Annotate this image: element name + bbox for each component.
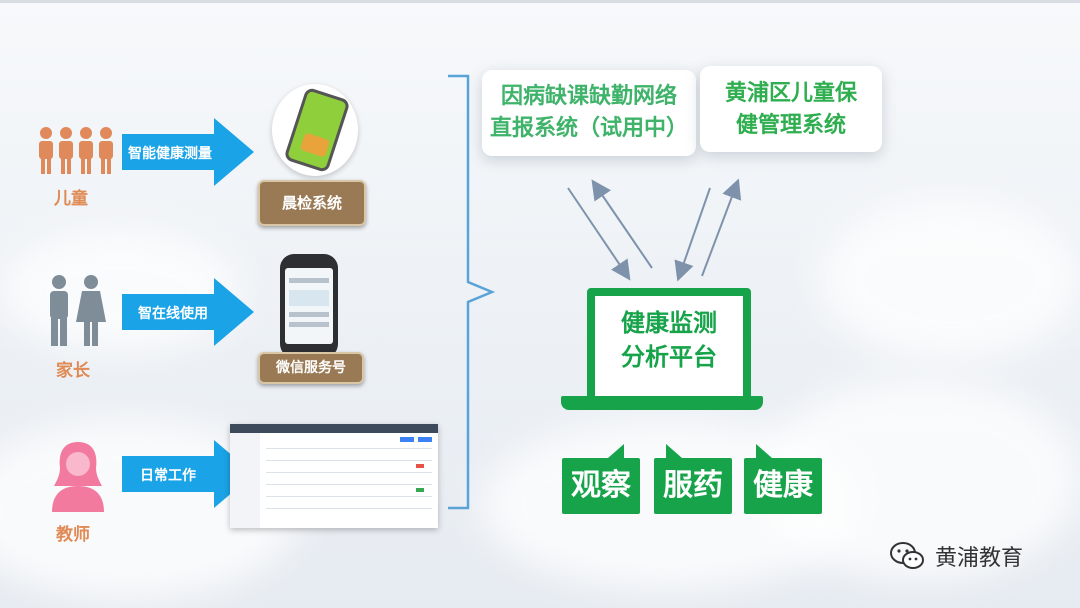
role-label-children: 儿童 (54, 189, 88, 209)
wechat-phone-image (280, 254, 338, 358)
child-health-system-line2: 健管理系统 (735, 113, 846, 138)
absence-system-line2: 直报系统（试用中） (489, 116, 688, 141)
bubble-tail (666, 444, 682, 458)
role-label-parents: 家长 (56, 361, 90, 381)
arrow-right-icon (122, 278, 254, 346)
arrow-right-icon (122, 440, 254, 508)
laptop-base (561, 396, 763, 410)
top-border (0, 0, 1080, 3)
medication-label: 服药 (663, 468, 723, 503)
medication-bubble[interactable]: 服药 (654, 444, 732, 514)
observe-bubble[interactable]: 观察 (562, 444, 640, 514)
health-label: 健康 (753, 468, 813, 503)
child-health-system-box[interactable]: 黄浦区儿童保 健管理系统 (700, 66, 882, 152)
arrow-text-online-use: 智在线使用 (138, 306, 208, 322)
watermark-text: 黄浦教育 (935, 546, 1024, 571)
bubble-tail (608, 444, 624, 458)
child-health-system-line1: 黄浦区儿童保 (724, 81, 857, 106)
role-label-teacher: 教师 (56, 525, 90, 545)
data-flow-arrows (567, 178, 742, 282)
absence-system-line1: 因病缺课缺勤网络 (500, 84, 677, 109)
health-bubble[interactable]: 健康 (744, 444, 822, 514)
teacher-dashboard-screenshot (230, 424, 438, 528)
absence-reporting-system-box[interactable]: 因病缺课缺勤网络 直报系统（试用中） (482, 70, 696, 156)
grouping-bracket (448, 74, 496, 510)
cloud-decoration (820, 200, 1080, 360)
morning-check-system-tag[interactable]: 晨检系统 (258, 180, 366, 226)
wechat-icon (890, 542, 924, 569)
watermark: 黄浦教育 (890, 540, 1023, 572)
bubble-tail (756, 444, 772, 458)
morning-check-phone-image (272, 84, 358, 176)
platform-title-line2: 分析平台 (621, 343, 717, 371)
wechat-service-tag[interactable]: 微信服务号 (258, 352, 364, 384)
teacher-icon (52, 442, 104, 512)
arrow-text-health-measure: 智能健康测量 (128, 146, 212, 162)
parents-icon (50, 275, 106, 346)
platform-title[interactable]: 健康监测 分析平台 (587, 306, 751, 374)
observe-label: 观察 (571, 468, 631, 503)
arrow-text-daily-work: 日常工作 (140, 468, 196, 484)
arrow-right-icon (122, 118, 254, 186)
children-group-icon (39, 127, 113, 174)
platform-title-line1: 健康监测 (621, 309, 717, 337)
